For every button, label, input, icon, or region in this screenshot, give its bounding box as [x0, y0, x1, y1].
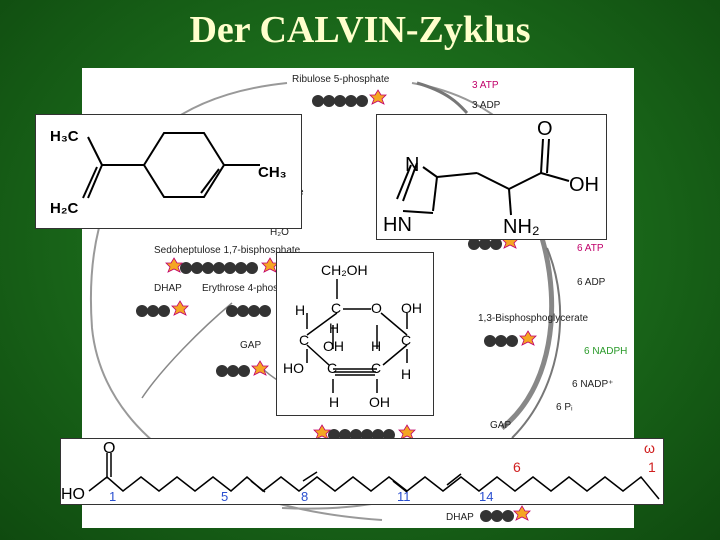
label-pi6: 6 Pᵢ — [556, 402, 573, 413]
label-o: O — [537, 118, 553, 140]
label-c-left: C — [299, 332, 309, 348]
label-h-under: H — [329, 320, 339, 336]
page-title: Der CALVIN-Zyklus — [189, 9, 531, 51]
label-oh-right: OH — [401, 300, 422, 316]
bead-group-dhap-bottom — [480, 510, 514, 522]
label-o-ring: O — [371, 300, 382, 316]
glucose-svg: CH₂OH C O OH H H C C OH H HO C C H H OH — [283, 262, 422, 410]
label-oh-mid: OH — [323, 338, 344, 354]
label-oh: OH — [569, 174, 599, 196]
label-dhap-bottom: DHAP — [446, 512, 474, 523]
label-sedoheptulose: Sedoheptulose 1,7-bisphosphate — [154, 245, 301, 256]
inset-toluene-structure: H₃C CH₃ H₂C — [35, 114, 302, 229]
label-erythrose: Erythrose 4-phosphate — [202, 283, 304, 294]
label-c-bl: C — [327, 360, 337, 376]
label-ch2oh: CH₂OH — [321, 262, 368, 278]
label-h-bottom: H — [329, 394, 339, 410]
label-adp3: 3 ADP — [472, 100, 501, 111]
label-c-right: C — [401, 332, 411, 348]
inset-histidine-structure: O OH N HN NH₂ — [376, 114, 607, 240]
label-carbon-1: 1 — [109, 489, 116, 504]
label-dhap-left: DHAP — [154, 283, 182, 294]
label-o: O — [103, 440, 115, 457]
bead-group-gap-left — [216, 365, 250, 377]
label-ch3: CH₃ — [258, 164, 287, 181]
label-ho: HO — [283, 360, 304, 376]
cycle-arc-right-2 — [511, 247, 562, 439]
label-hn: HN — [383, 214, 412, 236]
bead-group-dhap-left — [136, 305, 170, 317]
label-carbon-5: 5 — [221, 489, 228, 504]
label-gap-left: GAP — [240, 340, 261, 351]
label-nh2: NH₂ — [503, 216, 540, 238]
label-omega-6: 6 — [513, 459, 521, 475]
inner-arrow-1 — [141, 302, 233, 399]
cycle-svg: Ribulose 5-phosphate 3 ATP 3 ADP e H₂O S… — [90, 74, 627, 523]
label-c-top: C — [331, 300, 341, 316]
label-h-mid: H — [371, 338, 381, 354]
label-omega-1: 1 — [648, 459, 656, 475]
toluene-svg: H₃C CH₃ H₂C — [50, 128, 287, 217]
cycle-arc-right-thick — [500, 237, 555, 430]
fatty-acid-svg: O HO 1 5 8 11 14 6 ω 1 — [61, 440, 660, 504]
label-n: N — [405, 154, 419, 176]
label-carbon-8: 8 — [301, 489, 308, 504]
label-omega: ω — [644, 440, 655, 456]
label-gap-right: GAP — [490, 420, 511, 431]
label-bisphosphoglycerate: 1,3-Bisphosphoglycerate — [478, 313, 589, 324]
label-h-right: H — [401, 366, 411, 382]
label-nadp6: 6 NADP⁺ — [572, 379, 613, 390]
label-h-left: H — [295, 302, 305, 318]
atp-arrow-top — [416, 81, 469, 115]
inset-glucose-structure: CH₂OH C O OH H H C C OH H HO C C H H OH — [276, 252, 434, 416]
histidine-svg: O OH N HN NH₂ — [383, 118, 599, 238]
label-h2c: H₂C — [50, 200, 78, 217]
label-nadph6: 6 NADPH — [584, 346, 627, 357]
bead-group-ribulose — [312, 95, 368, 107]
label-ho: HO — [61, 486, 85, 503]
label-carbon-11: 11 — [397, 489, 411, 504]
label-carbon-14: 14 — [479, 489, 493, 504]
label-ribulose: Ribulose 5-phosphate — [292, 74, 390, 85]
label-oh-bottom: OH — [369, 394, 390, 410]
bead-group-bisphosphoglycerate — [484, 335, 518, 347]
label-atp3: 3 ATP — [472, 80, 499, 91]
label-c-br: C — [371, 360, 381, 376]
bead-group-erythrose — [226, 305, 271, 317]
label-adp6: 6 ADP — [577, 277, 606, 288]
label-h2o: H₂O — [270, 227, 289, 238]
bead-group-right-upper — [468, 238, 502, 250]
inset-fatty-acid-structure: O HO 1 5 8 11 14 6 ω 1 — [60, 438, 664, 505]
label-atp6: 6 ATP — [577, 243, 604, 254]
label-h3c: H₃C — [50, 128, 79, 145]
bead-group-sedoheptulose — [180, 262, 258, 274]
